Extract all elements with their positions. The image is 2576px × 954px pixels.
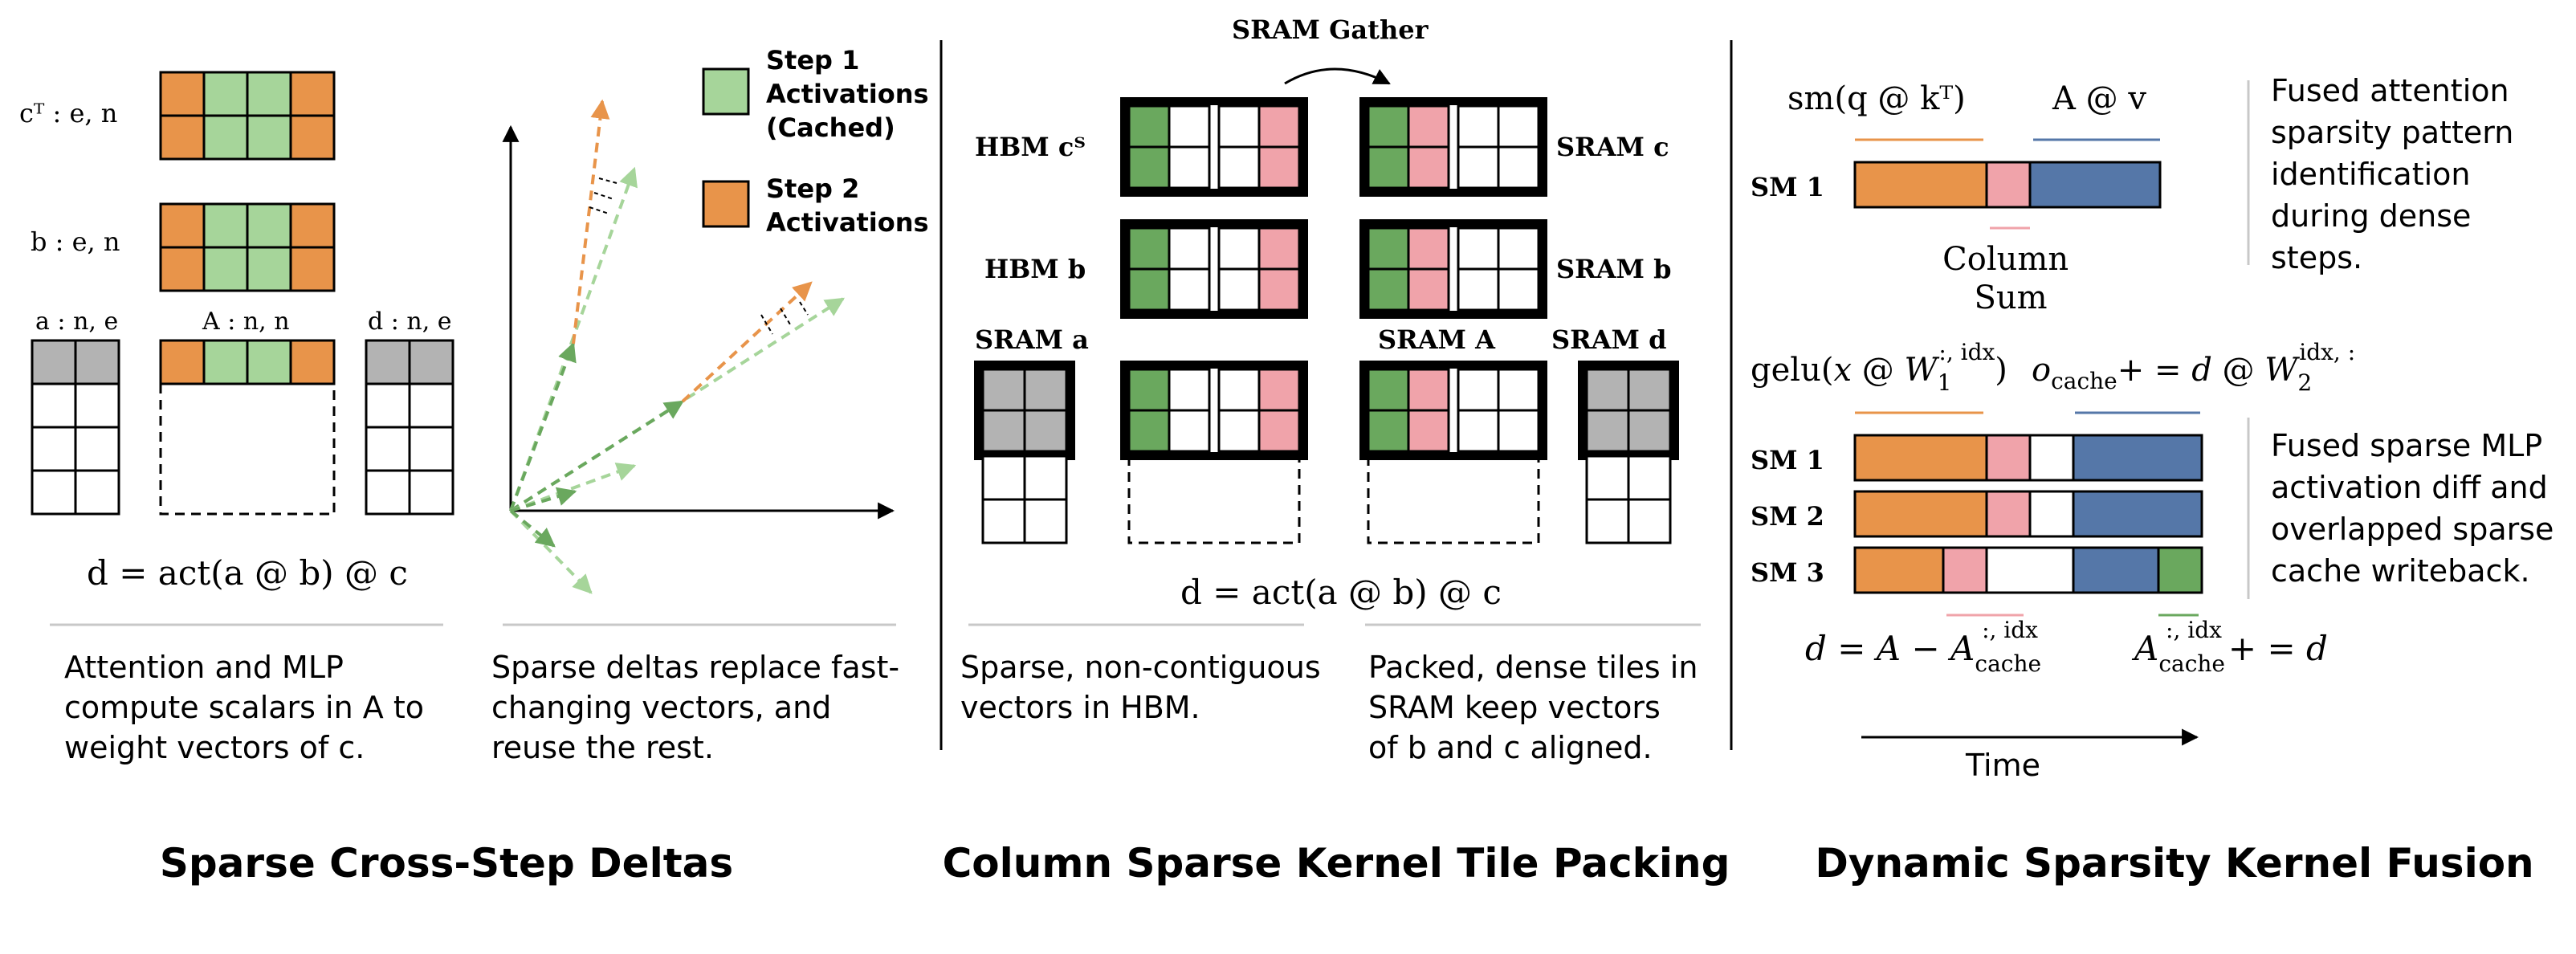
panel-tile-packing: SRAM Gather HBM cᵀ HBM b xyxy=(960,14,1708,765)
hbm-A-tile xyxy=(1120,361,1308,544)
mlp-sm2-label: SM 2 xyxy=(1751,501,1824,532)
panel3-caption-right: Packed, dense tiles in SRAM keep vectors… xyxy=(1368,650,1708,765)
sram-b-label: SRAM b xyxy=(1556,254,1671,284)
legend-label-step2: Step 2 Activations xyxy=(766,173,929,238)
a-label: a : n, e xyxy=(35,308,118,336)
panel-kernel-fusion: sm(q @ kᵀ) A @ v SM 1 Column Sum Fused a… xyxy=(1751,73,2564,783)
mlp-sm1-timeline xyxy=(1853,434,2203,482)
title-kernel-fusion: Dynamic Sparsity Kernel Fusion xyxy=(1815,840,2533,887)
A-label: A : n, n xyxy=(202,308,290,336)
mlp-sm3-timeline xyxy=(1853,546,2203,594)
vector-dark-green xyxy=(509,400,685,512)
hbm-c-tile xyxy=(1120,97,1308,197)
vector-orange xyxy=(681,281,813,403)
panel3-formula: d = act(a @ b) @ c xyxy=(1180,573,1502,612)
hbm-c-label: HBM cᵀ xyxy=(975,132,1086,162)
vector-dark-green xyxy=(510,487,577,512)
legend-swatch-step1 xyxy=(702,67,750,116)
attn-formula-left: sm(q @ kᵀ) xyxy=(1787,80,1966,117)
delta-vectors xyxy=(509,99,846,594)
panel1-caption: Attention and MLP compute scalars in A t… xyxy=(64,650,434,765)
b-matrix xyxy=(159,202,336,292)
d-matrix xyxy=(365,339,454,516)
vector-dark-green xyxy=(509,509,556,548)
legend: Step 1 Activations (Cached) Step 2 Activ… xyxy=(702,45,938,238)
sram-a-label: SRAM a xyxy=(975,324,1089,355)
panel-cross-step-deltas: cᵀ : e, n b : e, n a : n, e xyxy=(19,71,454,765)
delta-ticks xyxy=(589,177,809,335)
attn-timeline xyxy=(1853,161,2162,209)
sram-b-tile xyxy=(1359,219,1547,319)
panel2-caption: Sparse deltas replace fast- changing vec… xyxy=(491,650,909,765)
hbm-b-label: HBM b xyxy=(984,254,1086,284)
mlp-formula-left: gelu(x @ W1:, idx) xyxy=(1751,339,2007,396)
sram-a-tile xyxy=(974,361,1075,544)
c-matrix xyxy=(159,71,336,161)
mlp-note: Fused sparse MLP activation diff and ove… xyxy=(2271,428,2564,589)
vector-orange xyxy=(572,99,610,344)
time-label: Time xyxy=(1965,748,2040,783)
vector-dark-green xyxy=(509,341,577,512)
legend-label-step1: Step 1 Activations (Cached) xyxy=(766,45,938,143)
d-label: d : n, e xyxy=(368,308,452,336)
sram-d-tile xyxy=(1578,361,1679,544)
vector-light-green xyxy=(509,509,593,594)
gather-arrow xyxy=(1284,67,1391,85)
panel-vector-plot: Step 1 Activations (Cached) Step 2 Activ… xyxy=(491,45,938,765)
sram-d-label: SRAM d xyxy=(1551,324,1666,355)
title-cross-step-deltas: Sparse Cross-Step Deltas xyxy=(160,840,733,887)
mlp-sm2-timeline xyxy=(1853,490,2203,538)
panel3-caption-left: Sparse, non-contiguous vectors in HBM. xyxy=(960,650,1331,725)
mlp-sm1-label: SM 1 xyxy=(1751,445,1824,475)
sram-c-tile xyxy=(1359,97,1547,197)
mlp-sm3-label: SM 3 xyxy=(1751,557,1824,588)
attn-formula-right: A @ v xyxy=(2052,80,2146,117)
hbm-b-tile xyxy=(1120,219,1308,319)
attn-sm-label: SM 1 xyxy=(1751,172,1824,202)
mlp-formula-right: ocache+ = d @ W2idx, : xyxy=(2032,339,2355,396)
bottom-formula-left: d = A − Acache:, idx xyxy=(1805,617,2041,677)
panel1-formula: d = act(a @ b) @ c xyxy=(87,553,408,593)
b-label: b : e, n xyxy=(31,226,120,257)
title-tile-packing: Column Sparse Kernel Tile Packing xyxy=(943,840,1730,887)
bottom-formula-right: Acache:, idx+ = d xyxy=(2131,617,2328,677)
column-sum-label: Column Sum xyxy=(1942,241,2079,316)
sram-c-label: SRAM c xyxy=(1556,132,1669,162)
a-matrix xyxy=(31,339,120,516)
attn-note: Fused attention sparsity pattern identif… xyxy=(2271,73,2523,275)
c-label: cᵀ : e, n xyxy=(19,98,117,128)
sram-A-label: SRAM A xyxy=(1378,324,1496,355)
legend-swatch-step2 xyxy=(702,180,750,228)
sram-gather-label: SRAM Gather xyxy=(1232,14,1429,45)
A-matrix xyxy=(159,339,336,516)
sram-A-tile xyxy=(1359,361,1547,544)
